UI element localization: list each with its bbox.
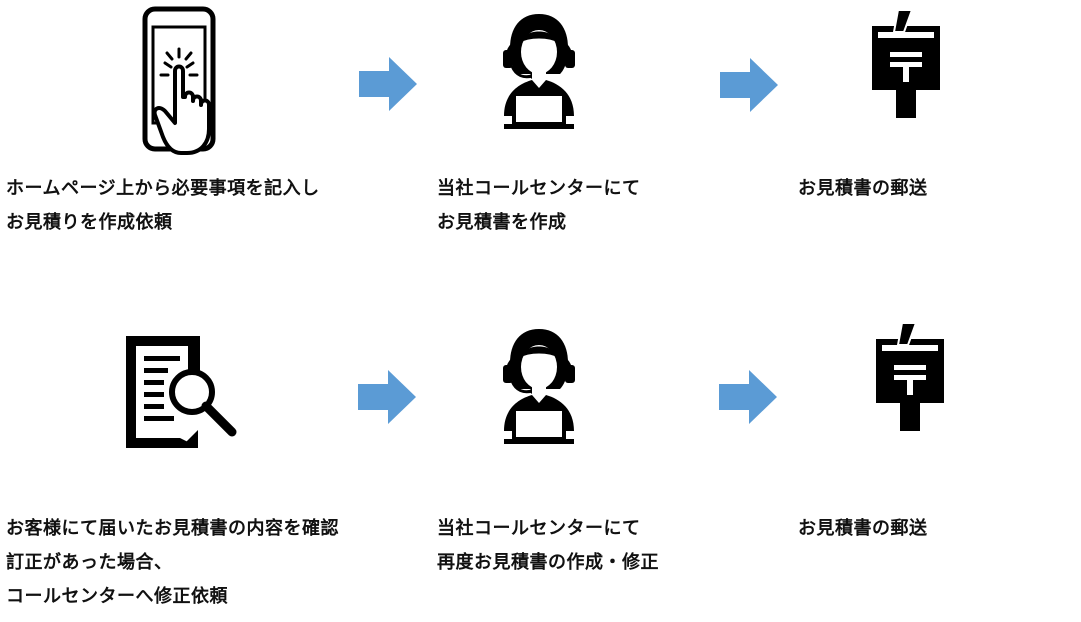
step-caption: お見積書の郵送 [798, 172, 928, 206]
postbox-icon [868, 10, 944, 120]
step-caption: お見積書の郵送 [798, 512, 928, 546]
step-caption: 当社コールセンターにて 再度お見積書の作成・修正 [437, 512, 659, 580]
caption-line: お見積書を作成 [437, 212, 567, 233]
caption-line: お見積書の郵送 [798, 518, 928, 539]
caption-line: ホームページ上から必要事項を記入し [6, 178, 320, 199]
postbox-icon [872, 323, 948, 433]
caption-line: お見積書の郵送 [798, 178, 928, 199]
call-center-operator-icon [500, 327, 578, 445]
caption-line: 当社コールセンターにて [437, 518, 641, 539]
caption-line: 再度お見積書の作成・修正 [437, 552, 659, 573]
document-search-icon [122, 332, 238, 448]
caption-line: 当社コールセンターにて [437, 178, 641, 199]
arrow-right-icon [359, 57, 417, 111]
step-caption: ホームページ上から必要事項を記入し お見積りを作成依頼 [6, 172, 320, 240]
caption-line: コールセンターへ修正依頼 [6, 586, 228, 607]
caption-line: お客様にて届いたお見積書の内容を確認 [6, 518, 339, 539]
arrow-right-icon [719, 370, 777, 424]
step-caption: 当社コールセンターにて お見積書を作成 [437, 172, 641, 240]
arrow-right-icon [720, 58, 778, 112]
caption-line: 訂正があった場合、 [6, 552, 173, 573]
caption-line: お見積りを作成依頼 [6, 212, 173, 233]
call-center-operator-icon [500, 12, 578, 130]
step-caption: お客様にて届いたお見積書の内容を確認 訂正があった場合、 コールセンターへ修正依… [6, 512, 339, 614]
smartphone-tap-icon [135, 5, 225, 157]
arrow-right-icon [358, 370, 416, 424]
